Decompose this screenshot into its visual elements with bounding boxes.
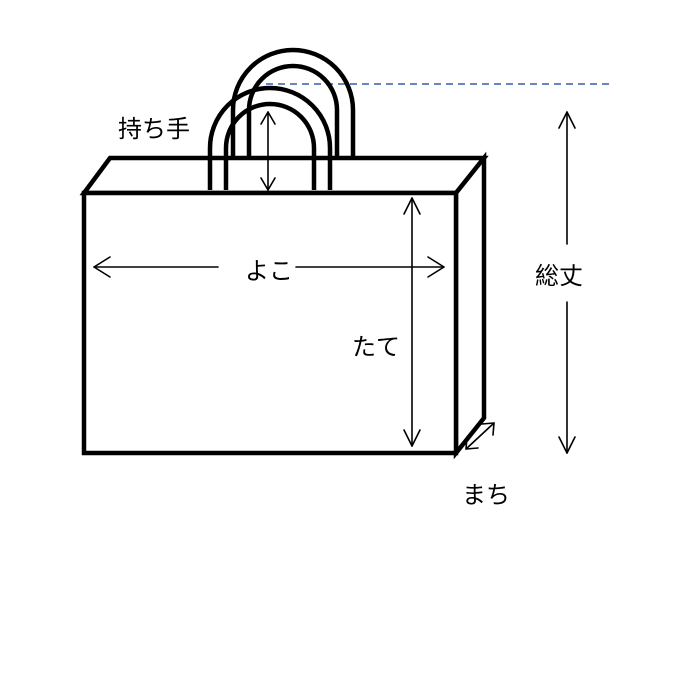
bag-body [79, 151, 489, 460]
bag-top-face [79, 155, 489, 196]
gusset-label: まち [462, 481, 510, 509]
handle-label: 持ち手 [118, 115, 190, 143]
height-arrow [403, 197, 421, 447]
height-label: たて [352, 333, 400, 361]
bag-front-face [81, 190, 459, 456]
total-height-label: 総丈 [535, 262, 583, 290]
bag-side-face [453, 151, 487, 460]
back-handle [230, 47, 356, 160]
width-arrow [93, 256, 445, 278]
width-label: よこ [245, 257, 293, 285]
handle-height-arrow [260, 111, 276, 191]
total-height-arrow [558, 111, 576, 454]
front-handle [207, 85, 333, 190]
gusset-arrow [465, 422, 495, 450]
